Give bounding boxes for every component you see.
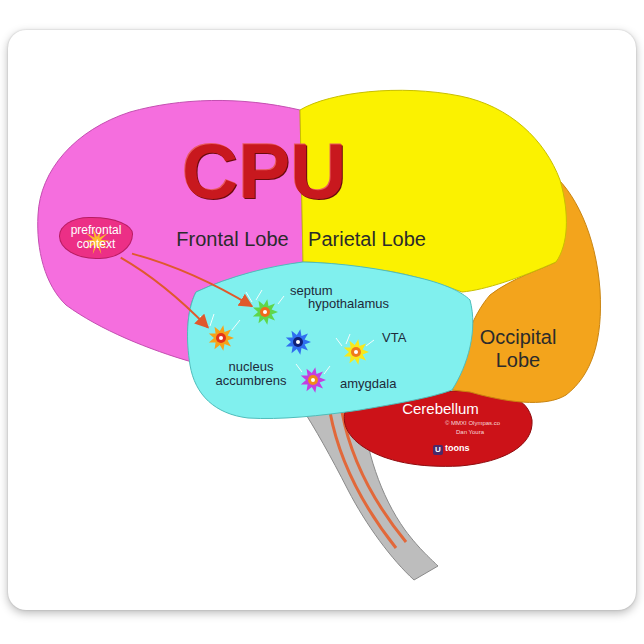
neuron-star: VTA	[343, 339, 369, 365]
title-word: CPU	[182, 132, 347, 210]
neuron-shape	[301, 367, 326, 393]
neuron-shape	[354, 350, 358, 354]
neuron-icon	[300, 367, 326, 393]
region-label: prefrontal context	[64, 224, 128, 252]
neuron-icon	[343, 339, 369, 365]
prefrontal-blob: prefrontal context	[60, 218, 132, 258]
neuron-star: nucleus accumbrens	[208, 325, 234, 351]
neuron-icon	[208, 325, 234, 351]
neuron-shape	[293, 337, 303, 347]
lobe-name: Parietal Lobe	[306, 228, 428, 251]
neuron-star: hypothalamus	[285, 329, 311, 355]
neuron-shape	[296, 340, 300, 344]
structure-label: septum	[290, 283, 333, 298]
lobe-name: Occipital Lobe	[470, 326, 566, 372]
lobe-label: Cerebellum	[400, 400, 481, 417]
neuron-shape	[253, 299, 278, 325]
lobe-label: Parietal Lobe	[306, 228, 428, 251]
neuron-shape	[209, 325, 234, 351]
neuron-icon	[252, 299, 278, 325]
structure-label: VTA	[382, 330, 406, 345]
neuron-shape	[286, 329, 311, 355]
neuron-shape	[344, 339, 369, 365]
neuron-shape	[263, 310, 267, 314]
structure-label: hypothalamus	[308, 296, 389, 311]
structure-label: nucleus accumbrens	[205, 360, 297, 389]
structure-label: amygdala	[340, 376, 396, 391]
neuron-shape	[308, 375, 318, 385]
pathway-arrow	[132, 254, 252, 307]
neuron-shape	[311, 378, 315, 382]
copyright-note: © MMXI Olympas.co	[445, 420, 500, 426]
lobe-label: Occipital Lobe	[470, 326, 566, 372]
logo-letter: U	[433, 445, 443, 455]
neuron-shape	[351, 347, 361, 357]
neuron-shape	[219, 336, 223, 340]
neuron-icon	[285, 329, 311, 355]
neuron-shape	[216, 333, 226, 343]
pathway-arrow	[121, 258, 208, 328]
lobe-name: Cerebellum	[400, 400, 481, 417]
logo-word: toons	[445, 444, 470, 453]
neuron-star: septum	[252, 299, 278, 325]
neuron-shape	[260, 307, 270, 317]
lobe-label: Frontal Lobe	[174, 228, 291, 251]
lobe-name: Frontal Lobe	[174, 228, 291, 251]
author-note: Dan Youra	[456, 429, 484, 435]
neuron-star: amygdala	[300, 367, 326, 393]
